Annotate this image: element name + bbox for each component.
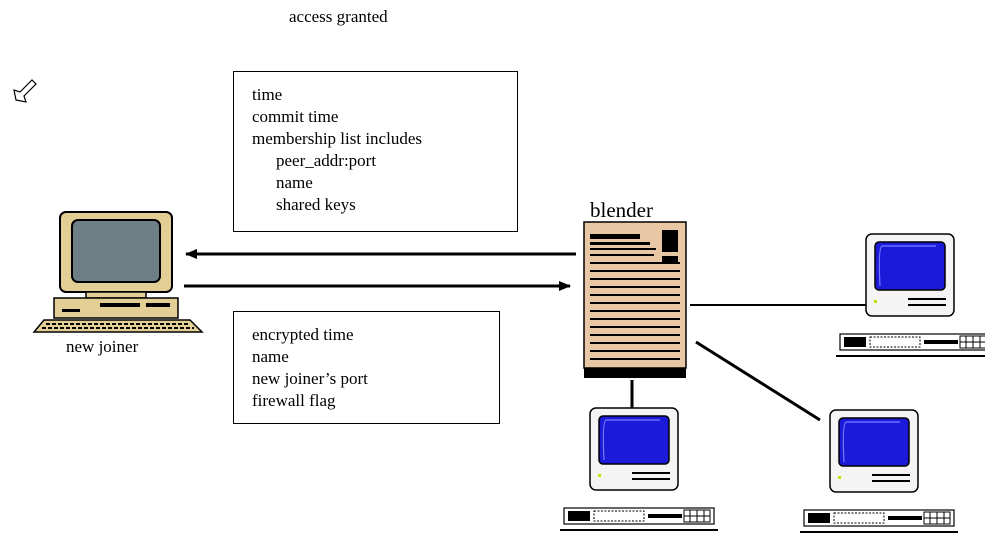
pointer-cursor-icon [13, 79, 37, 103]
tower-server-icon [583, 221, 687, 378]
request-field: name [252, 347, 289, 366]
response-field: time [252, 85, 283, 104]
new-joiner-label: new joiner [66, 337, 139, 356]
response-field: commit time [252, 107, 339, 126]
response-message-box: time commit time membership list include… [233, 71, 518, 232]
membership-field: shared keys [276, 195, 356, 214]
request-field: firewall flag [252, 391, 336, 410]
server-label: blender [590, 198, 653, 222]
desktop-computer-icon [32, 211, 204, 333]
membership-field: peer_addr:port [276, 151, 377, 170]
link-peer-lower-right [695, 340, 821, 422]
request-field: encrypted time [252, 325, 354, 344]
diagram-title: access granted [289, 7, 388, 26]
mac-computer-icon [559, 407, 719, 531]
mac-computer-icon [835, 233, 985, 357]
request-field: new joiner’s port [252, 369, 368, 388]
response-field: membership list includes [252, 129, 422, 148]
request-message-box: encrypted time name new joiner’s port fi… [233, 311, 500, 424]
mac-computer-icon [799, 409, 959, 533]
membership-field: name [276, 173, 313, 192]
